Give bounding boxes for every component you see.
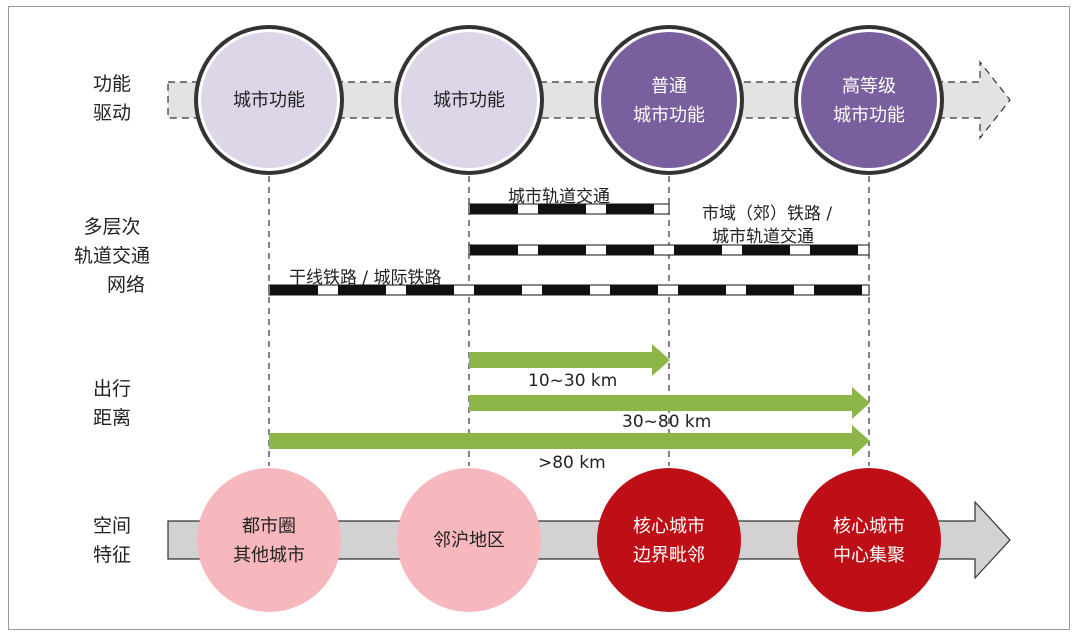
row-label-function: 功能 驱动 [80, 70, 144, 128]
rail-line-suburban [468, 244, 870, 256]
row-label-rail-line2: 轨道交通 [73, 245, 150, 267]
row-label-rail: 多层次 轨道交通 网络 [62, 213, 162, 300]
distance-arrows [269, 344, 870, 457]
row-label-function-line1: 功能 [92, 73, 131, 95]
space-circle-2-text: 邻沪地区 [394, 526, 544, 555]
distance-label-long: >80 km [538, 453, 606, 473]
distance-arrow-short [469, 344, 670, 376]
guide-lines [268, 176, 870, 466]
space-circle-3-text: 核心城市 边界毗邻 [594, 512, 744, 570]
rail-lines [268, 203, 870, 296]
space-circle-1-text: 都市圈 其他城市 [194, 512, 344, 570]
function-circle-2-line1: 城市功能 [433, 90, 505, 111]
space-circle-1-line2: 其他城市 [233, 545, 305, 566]
row-label-function-line2: 驱动 [92, 102, 131, 124]
space-circle-2 [397, 468, 541, 612]
row-label-space: 空间 特征 [80, 512, 144, 570]
function-circle-3-line2: 城市功能 [633, 105, 705, 126]
space-circle-4-line1: 核心城市 [833, 516, 905, 537]
space-circle-1-line1: 都市圈 [242, 516, 296, 537]
rail-line-intercity [268, 284, 870, 296]
space-circle-4-text: 核心城市 中心集聚 [794, 512, 944, 570]
row-label-space-line2: 特征 [92, 544, 131, 566]
function-circle-3-line1: 普通 [651, 76, 687, 97]
distance-label-short: 10~30 km [528, 371, 618, 391]
function-circle-4-text: 高等级 城市功能 [794, 72, 944, 130]
rail-label-intercity: 干线铁路 / 城际铁路 [289, 268, 442, 288]
distance-arrow-medium [469, 387, 870, 419]
space-circle-4-line2: 中心集聚 [833, 545, 905, 566]
space-circle-3 [597, 468, 741, 612]
rail-label-suburban-line2: 城市轨道交通 [712, 227, 814, 247]
row-label-rail-line1: 多层次 [83, 216, 141, 238]
row-label-rail-line3: 网络 [106, 274, 145, 296]
rail-line-urban [468, 203, 670, 215]
row-label-distance: 出行 距离 [80, 375, 144, 433]
space-circle-4 [797, 468, 941, 612]
function-circles [194, 25, 944, 175]
space-circles [197, 468, 941, 612]
function-circle-1-text: 城市功能 [194, 86, 344, 115]
distance-label-medium: 30~80 km [622, 412, 712, 432]
function-circle-4-line1: 高等级 [842, 76, 896, 97]
row-label-space-line1: 空间 [92, 515, 131, 537]
space-circle-1 [197, 468, 341, 612]
function-circle-2-text: 城市功能 [394, 86, 544, 115]
function-circle-3-text: 普通 城市功能 [594, 72, 744, 130]
rail-label-suburban: 市域（郊）铁路 / [702, 204, 833, 224]
space-circle-2-line1: 邻沪地区 [433, 530, 505, 551]
diagram-frame [8, 6, 1070, 630]
space-circle-3-line1: 核心城市 [633, 516, 705, 537]
space-circle-3-line2: 边界毗邻 [633, 545, 705, 566]
rail-label-urban: 城市轨道交通 [508, 187, 610, 207]
distance-arrow-long [269, 425, 870, 457]
row-label-distance-line2: 距离 [92, 407, 131, 429]
row-label-distance-line1: 出行 [92, 378, 131, 400]
function-circle-1-line1: 城市功能 [233, 90, 305, 111]
function-circle-4-line2: 城市功能 [833, 105, 905, 126]
